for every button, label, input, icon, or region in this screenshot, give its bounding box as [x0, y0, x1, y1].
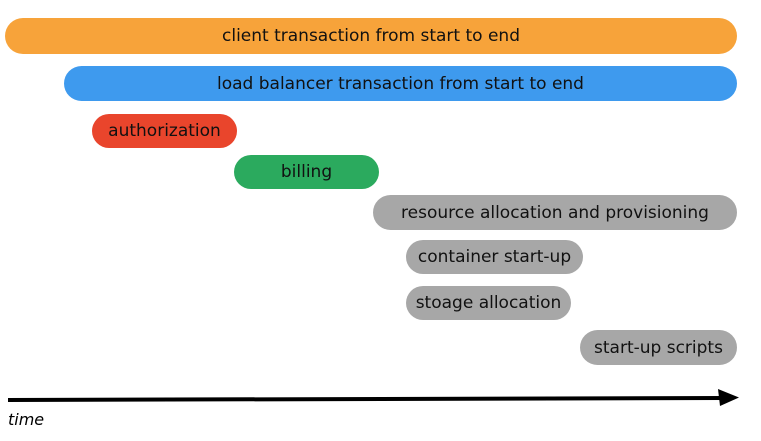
container-startup-bar: container start-up — [406, 240, 583, 274]
time-axis-arrowhead-icon — [718, 389, 739, 406]
resource-allocation-bar: resource allocation and provisioning — [373, 195, 737, 230]
load-balancer-transaction-label: load balancer transaction from start to … — [217, 73, 584, 94]
startup-scripts-label: start-up scripts — [594, 337, 723, 358]
authorization-label: authorization — [108, 121, 221, 141]
time-axis-line — [7, 396, 726, 402]
billing-label: billing — [280, 162, 333, 182]
storage-allocation-bar: stoage allocation — [406, 286, 571, 320]
client-transaction-label: client transaction from start to end — [222, 26, 520, 46]
authorization-bar: authorization — [92, 114, 237, 148]
client-transaction-bar: client transaction from start to end — [5, 18, 737, 54]
resource-allocation-label: resource allocation and provisioning — [401, 202, 709, 223]
container-startup-label: container start-up — [417, 247, 572, 267]
billing-bar: billing — [234, 155, 379, 189]
time-axis-label: time — [8, 410, 45, 429]
storage-allocation-label: stoage allocation — [415, 293, 562, 313]
startup-scripts-bar: start-up scripts — [580, 330, 737, 365]
load-balancer-transaction-bar: load balancer transaction from start to … — [64, 66, 737, 101]
time-axis — [7, 389, 739, 406]
